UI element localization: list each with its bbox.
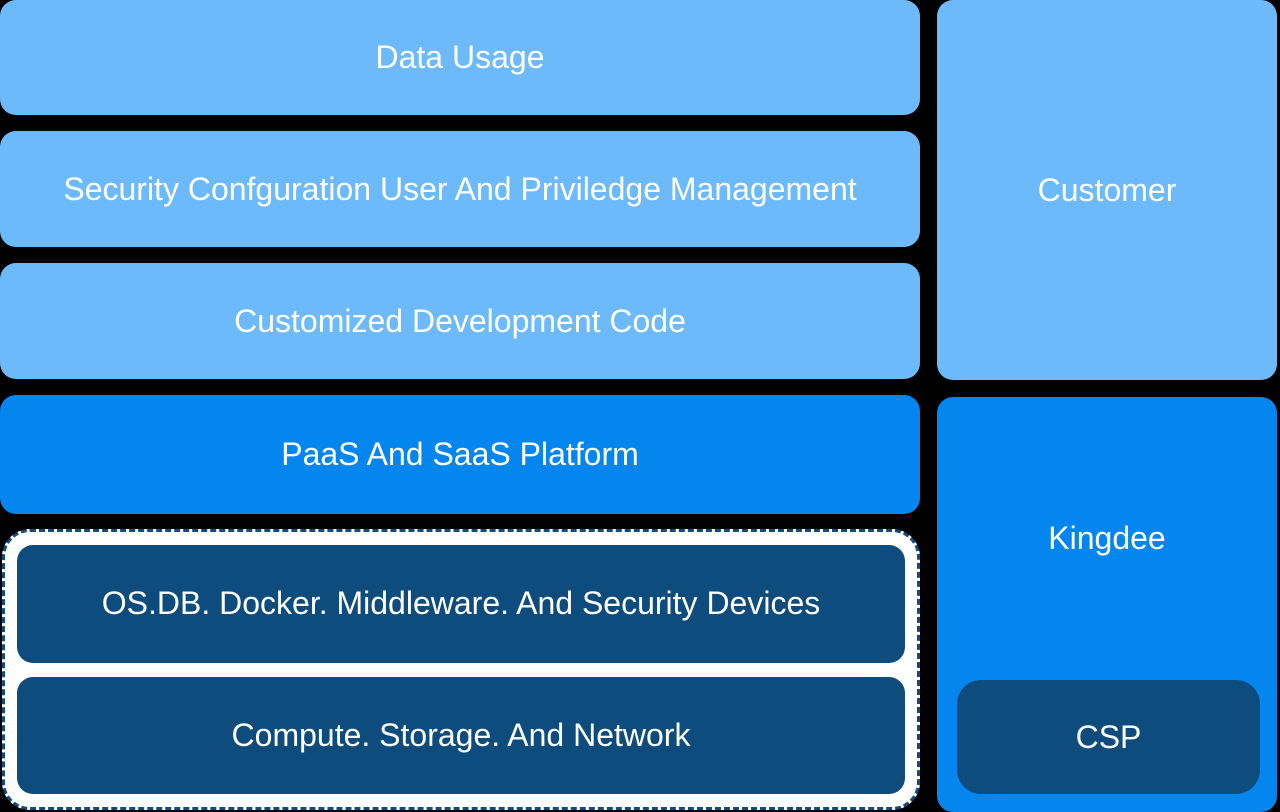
csp-label: CSP [1075,718,1142,755]
layer-security-configuration: Security Confguration User And Priviledg… [0,131,920,247]
layer-data-usage-label: Data Usage [375,39,545,76]
layer-compute-storage-network-label: Compute. Storage. And Network [231,716,691,753]
layer-paas-saas-platform-label: PaaS And SaaS Platform [281,436,639,473]
layer-compute-storage-network: Compute. Storage. And Network [17,676,905,794]
customer-box: Customer [937,0,1277,380]
kingdee-label-area: Kingdee [937,397,1277,680]
layer-paas-saas-platform: PaaS And SaaS Platform [0,395,920,514]
layer-customized-development-code-label: Customized Development Code [234,302,686,339]
layer-customized-development-code: Customized Development Code [0,263,920,379]
layer-data-usage: Data Usage [0,0,920,115]
infrastructure-group: OS.DB. Docker. Middleware. And Security … [2,529,920,810]
layer-os-db-docker-middleware-label: OS.DB. Docker. Middleware. And Security … [101,585,821,622]
kingdee-box: Kingdee CSP [937,397,1277,812]
kingdee-label: Kingdee [1048,520,1166,556]
layer-os-db-docker-middleware: OS.DB. Docker. Middleware. And Security … [17,545,905,663]
layer-security-configuration-label: Security Confguration User And Priviledg… [63,170,857,207]
csp-box: CSP [957,680,1260,794]
customer-label: Customer [1037,171,1177,208]
